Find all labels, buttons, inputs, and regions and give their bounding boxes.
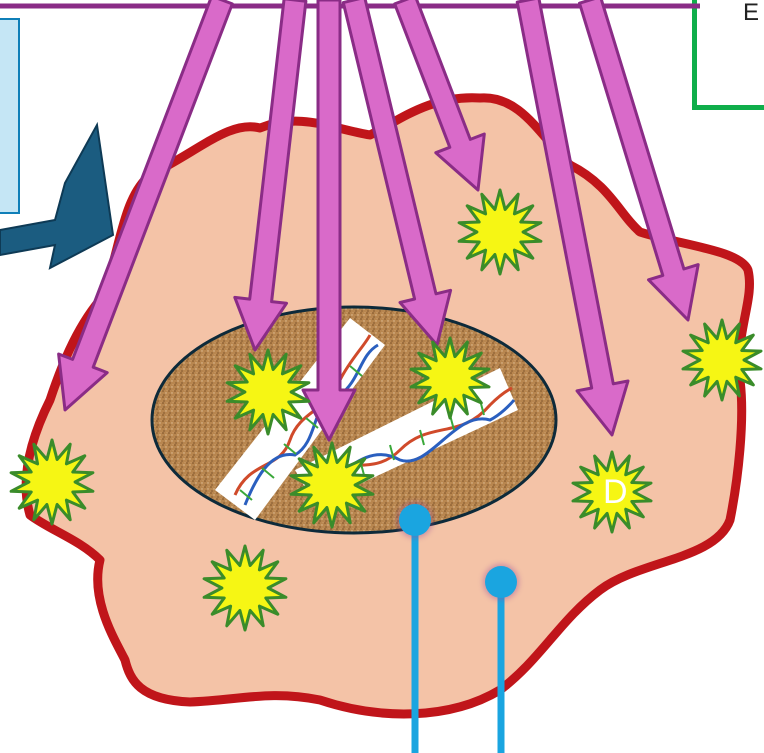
burst-label-d: D bbox=[603, 473, 628, 511]
incoming-arrow-icon bbox=[0, 125, 113, 268]
